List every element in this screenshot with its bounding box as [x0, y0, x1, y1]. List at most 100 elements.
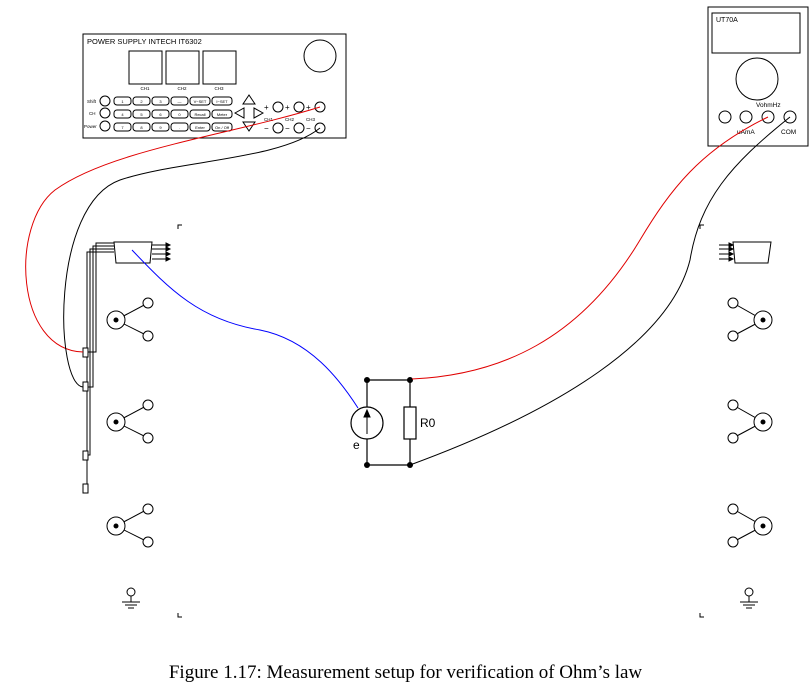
node-bottom-left [364, 462, 370, 468]
left-socket-2[interactable] [82, 381, 89, 392]
meter-label: Meter [217, 112, 228, 117]
ch2-minus-terminal[interactable] [293, 122, 305, 134]
ch1-terminal-label: CH1 [264, 117, 273, 122]
output-terminals: + + + CH1 CH2 CH3 − − − [264, 101, 326, 134]
key-9[interactable] [151, 122, 170, 132]
node-top-left [364, 377, 370, 383]
right-switch-3[interactable] [727, 503, 773, 548]
shift-label: Shift [87, 99, 97, 104]
key-1-label: 1 [121, 99, 124, 104]
source-arrow-icon [363, 408, 371, 434]
uama-label: uAmA [737, 129, 755, 136]
ch2-plus-terminal[interactable] [293, 101, 305, 113]
key-3[interactable] [151, 96, 170, 106]
key-7[interactable] [113, 122, 132, 132]
ch2-display [165, 50, 200, 85]
function-keys: V−SET I−SET Recall Meter Enter On / Off [189, 96, 233, 132]
ch1-plus-terminal[interactable] [272, 101, 284, 113]
ch3-terminal-label: CH3 [306, 117, 315, 122]
left-switch-1[interactable] [106, 297, 154, 342]
left-board [82, 241, 172, 609]
ch2-terminal-label: CH2 [285, 117, 294, 122]
right-connector [732, 241, 772, 264]
right-ground-icon [740, 587, 758, 609]
on-off-label: On / Off [215, 125, 230, 130]
key-3-label: 3 [159, 99, 162, 104]
multimeter-display [711, 12, 801, 54]
multimeter-terminal-uama[interactable] [739, 110, 753, 124]
on-off-button[interactable] [211, 122, 233, 132]
key-4[interactable] [113, 109, 132, 119]
left-ground-icon [122, 587, 140, 609]
multimeter-terminal-a[interactable] [718, 110, 732, 124]
right-connector-pins [719, 242, 735, 262]
ch1-display [128, 50, 163, 85]
arrow-up-icon[interactable] [242, 94, 256, 105]
corner-mark-bottom-left [177, 613, 182, 618]
i-set-button[interactable] [211, 96, 233, 106]
v-set-button[interactable] [189, 96, 211, 106]
red-cable-power-supply [25, 106, 321, 353]
key-8-label: 8 [140, 125, 143, 130]
key-dash[interactable] [170, 96, 189, 106]
black-cable-power-supply [63, 127, 321, 388]
i-set-label: I−SET [216, 99, 228, 104]
keypad: 1 2 3 — 4 5 6 0 7 8 9 . [113, 96, 189, 132]
recall-button[interactable] [189, 109, 211, 119]
power-supply-knob[interactable] [303, 39, 337, 73]
ch1-minus-terminal[interactable] [272, 122, 284, 134]
node-top-right [407, 377, 413, 383]
right-switch-2[interactable] [727, 399, 773, 444]
circuit-wires [366, 379, 411, 466]
circuit: e R0 [350, 377, 436, 468]
key-dash-label: — [178, 99, 182, 104]
power-supply-title: POWER SUPPLY INTECH IT6302 [87, 37, 202, 46]
meter-button[interactable] [211, 109, 233, 119]
key-0[interactable] [170, 109, 189, 119]
key-1[interactable] [113, 96, 132, 106]
shift-button[interactable] [99, 95, 111, 107]
recall-label: Recall [194, 112, 205, 117]
key-6[interactable] [151, 109, 170, 119]
enter-label: Enter [195, 125, 205, 130]
ch2-minus-sign: − [285, 124, 290, 133]
arrow-left-icon[interactable] [233, 107, 245, 119]
multimeter-dial[interactable] [735, 57, 779, 101]
right-board [719, 241, 773, 609]
power-supply: POWER SUPPLY INTECH IT6302 CH1 CH2 CH3 S… [82, 33, 347, 139]
key-6-label: 6 [159, 112, 162, 117]
ch1-plus-sign: + [264, 103, 269, 112]
ch-label: CH [89, 111, 96, 116]
left-switch-3[interactable] [106, 503, 154, 548]
power-button[interactable] [99, 120, 111, 132]
left-switch-2[interactable] [106, 399, 154, 444]
red-cable-multimeter [411, 116, 769, 380]
measurement-setup-diagram: POWER SUPPLY INTECH IT6302 CH1 CH2 CH3 S… [25, 6, 809, 618]
ch3-plus-sign: + [306, 103, 311, 112]
key-5[interactable] [132, 109, 151, 119]
ch-button[interactable] [99, 107, 111, 119]
enter-button[interactable] [189, 122, 211, 132]
left-connector-wires [86, 242, 114, 489]
left-socket-4[interactable] [82, 483, 89, 494]
left-connector-pins [152, 242, 172, 262]
cables [25, 106, 791, 466]
left-socket-3[interactable] [82, 450, 89, 461]
ch1-display-label: CH1 [140, 86, 149, 91]
ch3-display-label: CH3 [214, 86, 223, 91]
blue-cable-source [131, 249, 359, 409]
key-7-label: 7 [121, 125, 124, 130]
key-2[interactable] [132, 96, 151, 106]
corner-mark-top-left [177, 224, 182, 229]
v-set-label: V−SET [194, 99, 207, 104]
key-dot[interactable] [170, 122, 189, 132]
arrow-right-icon[interactable] [253, 107, 265, 119]
key-8[interactable] [132, 122, 151, 132]
key-5-label: 5 [140, 112, 143, 117]
right-switch-1[interactable] [727, 297, 773, 342]
left-socket-1[interactable] [82, 347, 89, 358]
figure-caption: Figure 1.17: Measurement setup for verif… [168, 662, 643, 683]
key-9-label: 9 [159, 125, 162, 130]
multimeter-title: UT70A [716, 17, 738, 24]
ch3-minus-terminal[interactable] [314, 122, 326, 134]
